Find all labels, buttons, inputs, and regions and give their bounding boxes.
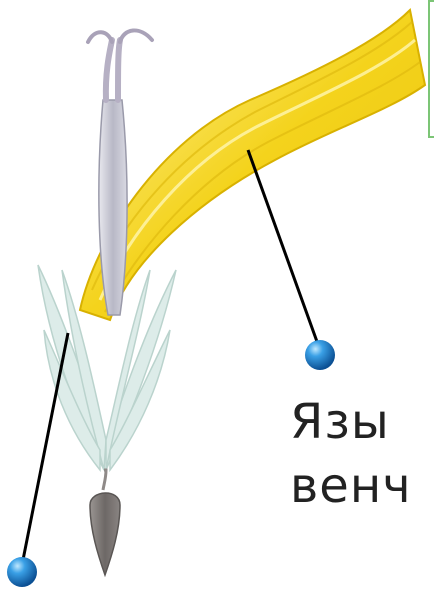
pointer-dot-icon — [7, 557, 37, 587]
pointer-line-ligule — [248, 150, 320, 350]
pointer-dot-icon — [305, 340, 335, 370]
frame-corner — [428, 0, 434, 138]
ovary — [90, 470, 120, 575]
label-ligulate-corolla-line1: Язы — [290, 398, 390, 446]
label-ligulate-corolla-line2: венч — [290, 462, 412, 510]
pointer-line-pappus — [22, 333, 68, 565]
